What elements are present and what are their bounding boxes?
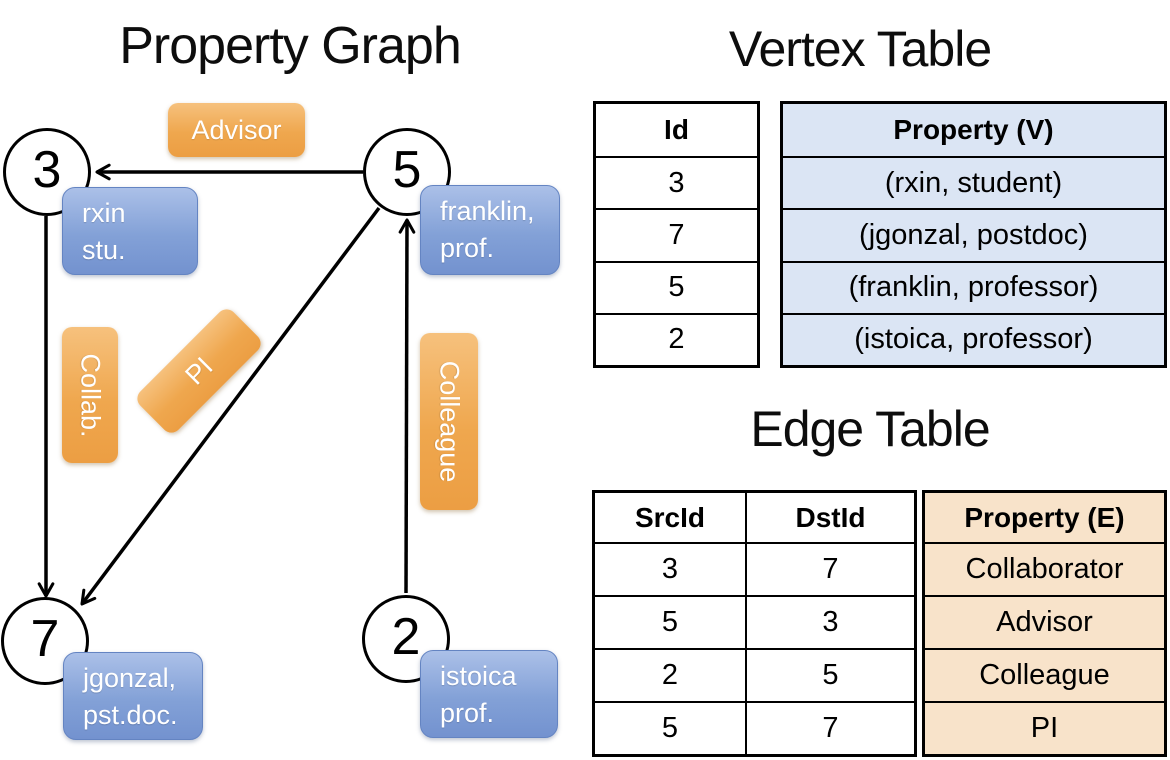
edge-label-pi-text: PI bbox=[179, 351, 219, 391]
vertex-table-id-cell: 2 bbox=[596, 312, 757, 365]
edge-table-dst-cell: 7 bbox=[745, 701, 914, 754]
vertex-table-title: Vertex Table bbox=[728, 21, 992, 77]
vertex-callout-franklin: franklin, prof. bbox=[420, 185, 560, 275]
vertex-callout-jgonzal: jgonzal, pst.doc. bbox=[63, 652, 203, 740]
node-7-label: 7 bbox=[30, 610, 60, 668]
vertex-callout-franklin-line1: franklin, bbox=[440, 196, 535, 226]
node-3-label: 3 bbox=[32, 141, 62, 199]
vertex-table-id-column: Id 3 7 5 2 bbox=[593, 101, 760, 368]
edge-table-src-cell: 5 bbox=[595, 701, 745, 754]
edge-label-advisor-text: Advisor bbox=[191, 114, 282, 145]
edge-table-dst-cell: 5 bbox=[745, 648, 914, 701]
edge-table-dst-header: DstId bbox=[745, 493, 914, 542]
edge-table-src-cell: 3 bbox=[595, 542, 745, 595]
property-graph-title: Property Graph bbox=[119, 17, 462, 75]
edge-table-title: Edge Table bbox=[750, 401, 990, 457]
edge-label-colleague: Colleague bbox=[420, 333, 478, 510]
edge-table-property-column: Property (E) Collaborator Advisor Collea… bbox=[922, 490, 1167, 757]
vertex-table-property-cell: (jgonzal, postdoc) bbox=[783, 208, 1164, 260]
graph-node-2: 2 bbox=[362, 595, 450, 683]
vertex-callout-istoica-line2: prof. bbox=[440, 698, 495, 728]
edge-label-colleague-text: Colleague bbox=[434, 360, 465, 483]
vertex-callout-franklin-line2: prof. bbox=[440, 233, 495, 263]
node-5-label: 5 bbox=[392, 141, 422, 199]
vertex-table-id-cell: 3 bbox=[596, 156, 757, 208]
vertex-table-property-column: Property (V) (rxin, student) (jgonzal, p… bbox=[780, 101, 1167, 368]
vertex-callout-rxin-line1: rxin bbox=[82, 198, 126, 228]
edge-arrow-2-to-5-colleague bbox=[398, 218, 416, 594]
vertex-callout-rxin: rxin stu. bbox=[62, 187, 198, 275]
edge-table-src-header: SrcId bbox=[634, 501, 706, 533]
vertex-table-property-cell: (rxin, student) bbox=[783, 156, 1164, 208]
vertex-callout-jgonzal-line2: pst.doc. bbox=[83, 700, 178, 730]
edge-table-dst-cell: 3 bbox=[745, 595, 914, 648]
vertex-callout-jgonzal-line1: jgonzal, bbox=[83, 663, 177, 693]
vertex-table-id-header: Id bbox=[664, 114, 689, 145]
edge-table-property-cell: PI bbox=[925, 701, 1164, 754]
edge-label-collab-text: Collab. bbox=[75, 352, 106, 438]
vertex-callout-istoica: istoica prof. bbox=[420, 650, 558, 738]
edge-arrow-5-to-7-pi bbox=[80, 206, 381, 606]
edge-label-advisor: Advisor bbox=[168, 103, 305, 157]
vertex-table-property-header: Property (V) bbox=[893, 114, 1054, 145]
edge-table-dst-cell: 7 bbox=[745, 542, 914, 595]
graph-node-5: 5 bbox=[363, 128, 451, 216]
vertex-table-property-cell: (istoica, professor) bbox=[783, 312, 1164, 365]
vertex-table-property-cell: (franklin, professor) bbox=[783, 260, 1164, 313]
edge-table-property-cell: Colleague bbox=[925, 648, 1164, 701]
graph-edges-canvas bbox=[37, 163, 416, 606]
edge-table-property-cell: Advisor bbox=[925, 595, 1164, 648]
edge-table-src-cell: 5 bbox=[595, 595, 745, 648]
edge-label-collab: Collab. bbox=[62, 327, 118, 463]
edge-table-ids-columns: SrcId DstId 3 7 5 3 2 5 5 7 bbox=[592, 490, 917, 757]
vertex-table-id-cell: 7 bbox=[596, 208, 757, 260]
node-2-label: 2 bbox=[391, 608, 421, 666]
vertex-callout-rxin-line2: stu. bbox=[82, 235, 126, 265]
vertex-callout-istoica-line1: istoica bbox=[440, 661, 517, 691]
edge-table-property-cell: Collaborator bbox=[925, 542, 1164, 595]
edge-table-src-cell: 2 bbox=[595, 648, 745, 701]
vertex-table-id-cell: 5 bbox=[596, 260, 757, 313]
edge-table-property-header: Property (E) bbox=[964, 501, 1125, 533]
